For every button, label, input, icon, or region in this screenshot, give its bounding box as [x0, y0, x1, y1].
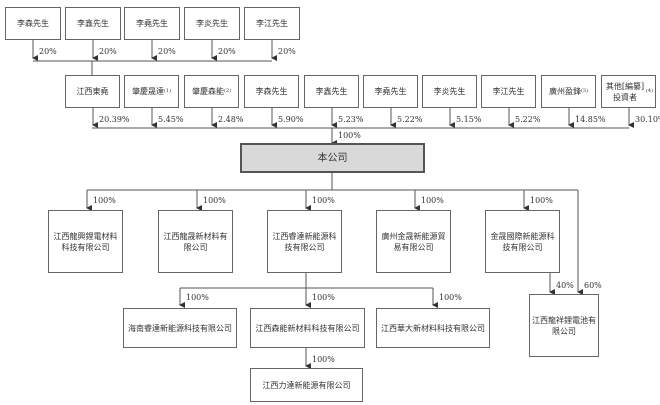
ownership-percentage: 5.23%: [338, 115, 364, 124]
ownership-percentage: 60%: [584, 281, 602, 290]
entity-name: 海南睿達新能源科技有限公司: [128, 323, 232, 333]
entity-name: 李鑫先生: [315, 87, 348, 96]
sub-subsidiary-box: 江西力達新能源有限公司: [250, 368, 363, 402]
ownership-percentage: 100%: [530, 196, 553, 205]
ownership-percentage: 14.85%: [575, 115, 606, 124]
sub-subsidiary-box: 江西華大新材料科技有限公司: [376, 308, 490, 348]
footnote-marker: (3): [580, 88, 589, 94]
entity-name: 李炎先生: [433, 87, 466, 96]
entity-name: 金晟國際新能源科技有限公司: [490, 231, 555, 252]
subsidiary-box: 金晟國際新能源科技有限公司: [485, 210, 560, 273]
ownership-percentage: 20%: [218, 47, 236, 56]
entity-name: 李堯先生: [136, 19, 168, 28]
footnote-marker: (1): [163, 88, 172, 94]
ownership-percentage: 2.48%: [218, 115, 244, 124]
shareholder-box: 李炎先生: [184, 7, 240, 40]
company-box: 本公司: [240, 143, 425, 173]
ownership-percentage: 100%: [338, 131, 361, 140]
footnote-marker: (2): [223, 88, 232, 94]
subsidiary-box: 江西龍興鋰電材料科技有限公司: [48, 210, 123, 273]
shareholder-box: 江西東堯: [65, 75, 120, 108]
entity-name: 江西華大新材料科技有限公司: [381, 323, 485, 333]
entity-name: 江西力達新能源有限公司: [262, 380, 351, 390]
shareholder-box: 李森先生: [244, 75, 299, 108]
shareholder-box: 李江先生: [481, 75, 536, 108]
shareholder-box: 李鑫先生: [304, 75, 359, 108]
entity-name: 江西龍晟新材料有限公司: [163, 231, 228, 252]
entity-name: 廣州金晟新能源貿易有限公司: [381, 231, 446, 252]
shareholder-box: 李江先生: [244, 7, 300, 40]
entity-name: 江西龍興鋰電材料科技有限公司: [53, 231, 118, 252]
footnote-marker: (4): [645, 88, 653, 94]
entity-name: 江西龍祥鋰電池有限公司: [532, 315, 596, 336]
ownership-percentage: 100%: [421, 196, 444, 205]
ownership-percentage: 100%: [93, 196, 116, 205]
ownership-percentage: 20%: [99, 47, 117, 56]
subsidiary-box: 廣州金晟新能源貿易有限公司: [376, 210, 451, 273]
entity-name: 李江先生: [256, 19, 288, 28]
subsidiary-box: 江西龍晟新材料有限公司: [158, 210, 233, 273]
subsidiary-box: 江西睿達新能源科技有限公司: [267, 210, 342, 273]
entity-name: 其他[編纂]投資者: [605, 81, 645, 102]
shareholder-box: 李堯先生: [124, 7, 180, 40]
shareholder-box: 李森先生: [5, 7, 61, 40]
entity-name: 李炎先生: [196, 19, 228, 28]
ownership-percentage: 20%: [158, 47, 176, 56]
sub-subsidiary-box: 海南睿達新能源科技有限公司: [123, 308, 237, 348]
entity-name: 李堯先生: [374, 87, 407, 96]
ownership-percentage: 100%: [439, 293, 462, 302]
ownership-percentage: 100%: [312, 196, 335, 205]
entity-name: 廣州盈鋒: [548, 87, 581, 96]
entity-name: 江西東堯: [76, 87, 109, 96]
sub-subsidiary-box: 江西森能新材料科技有限公司: [250, 308, 365, 348]
ownership-percentage: 5.22%: [397, 115, 423, 124]
ownership-percentage: 100%: [312, 355, 335, 364]
entity-name: 江西睿達新能源科技有限公司: [272, 231, 337, 252]
ownership-percentage: 100%: [203, 196, 226, 205]
entity-name: 江西森能新材料科技有限公司: [255, 323, 360, 333]
ownership-percentage: 100%: [186, 293, 209, 302]
shareholder-box: 李炎先生: [422, 75, 477, 108]
ownership-percentage: 30.10%: [635, 115, 660, 124]
ownership-percentage: 20%: [278, 47, 296, 56]
shareholder-box: 李堯先生: [363, 75, 418, 108]
ownership-percentage: 5.22%: [515, 115, 541, 124]
shareholder-box: 廣州盈鋒(3): [541, 75, 596, 108]
shareholder-box: 肇慶晟達(1): [124, 75, 179, 108]
entity-name: 肇慶森能: [191, 87, 224, 96]
entity-name: 李森先生: [17, 19, 49, 28]
ownership-percentage: 5.15%: [456, 115, 482, 124]
entity-name: 李鑫先生: [77, 19, 109, 28]
shareholder-box: 其他[編纂]投資者(4): [601, 75, 656, 108]
ownership-percentage: 20.39%: [99, 115, 130, 124]
ownership-percentage: 40%: [556, 281, 574, 290]
ownership-percentage: 5.45%: [158, 115, 184, 124]
ownership-percentage: 20%: [39, 47, 57, 56]
entity-name: 肇慶晟達: [131, 87, 164, 96]
ownership-percentage: 100%: [312, 293, 335, 302]
shareholder-box: 肇慶森能(2): [184, 75, 239, 108]
shareholder-box: 李鑫先生: [65, 7, 121, 40]
ownership-percentage: 5.90%: [278, 115, 304, 124]
entity-name: 李森先生: [255, 87, 288, 96]
entity-name: 本公司: [317, 152, 348, 164]
entity-name: 李江先生: [492, 87, 525, 96]
jv-box: 江西龍祥鋰電池有限公司: [529, 294, 599, 357]
